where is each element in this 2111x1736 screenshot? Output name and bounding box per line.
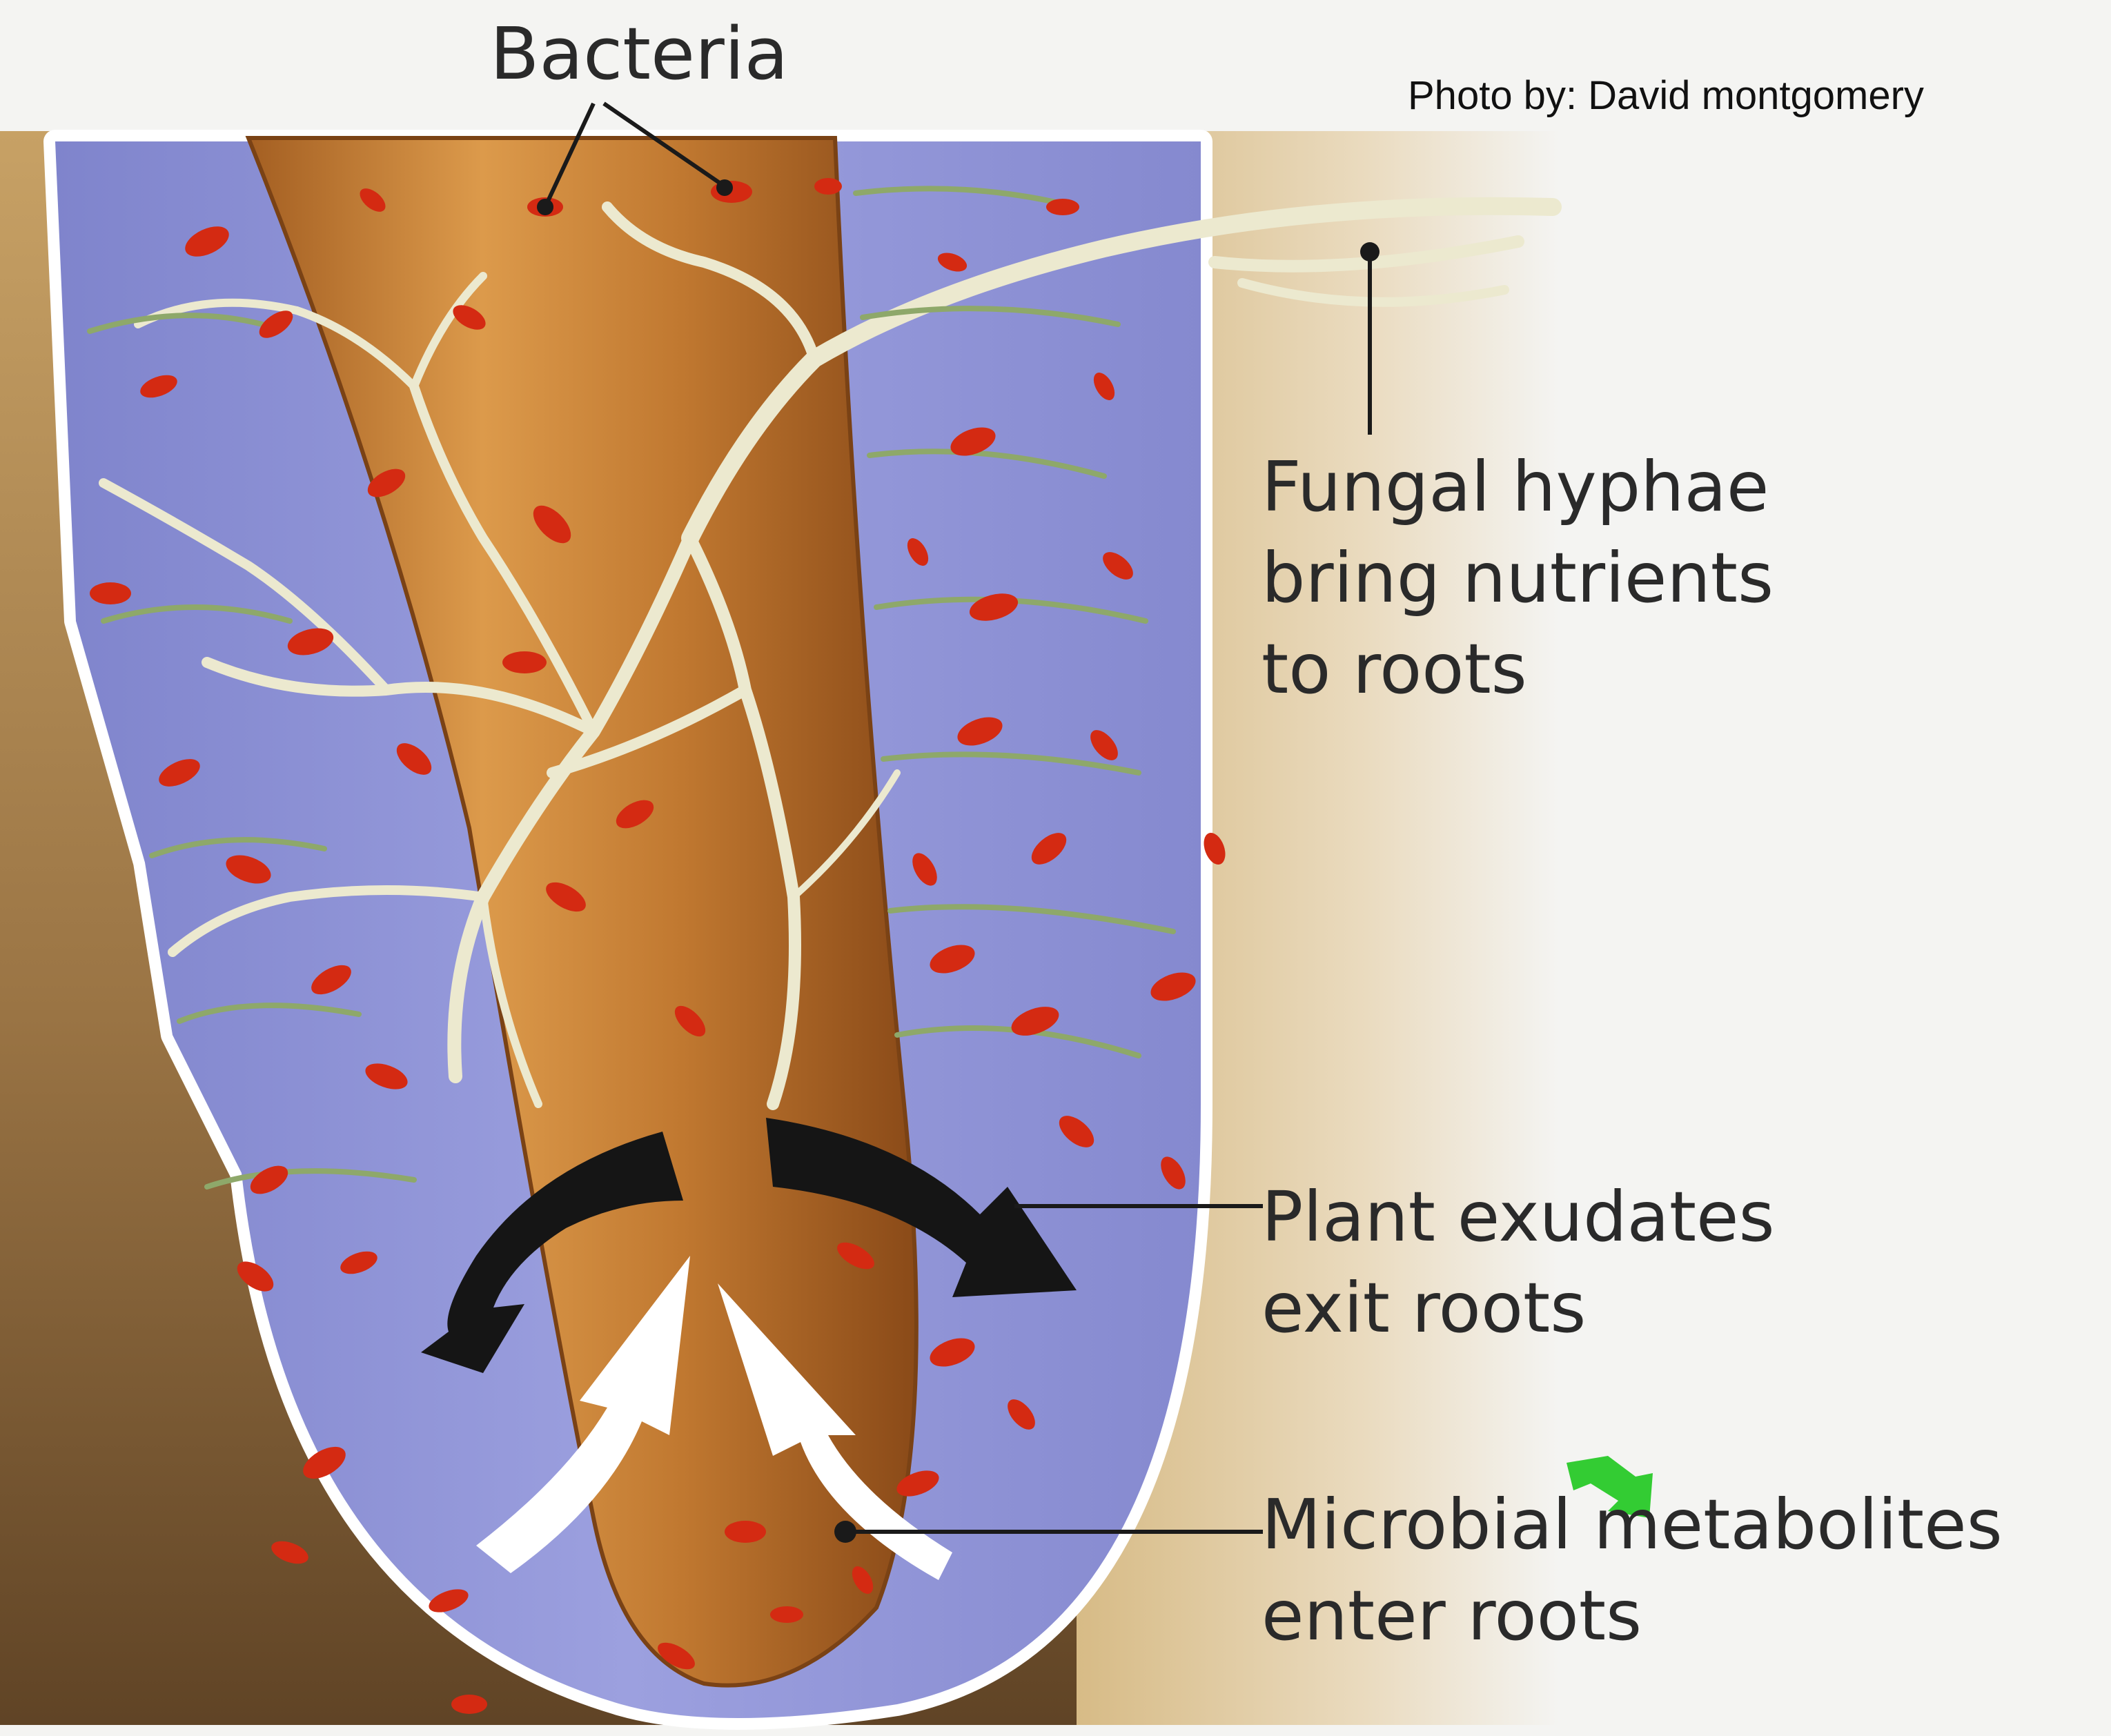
photo-credit: Photo by: David montgomery bbox=[1408, 72, 1924, 120]
microbial-metabolites-line-2: enter roots bbox=[1261, 1570, 2003, 1661]
fungal-hyphae-line-3: to roots bbox=[1261, 624, 1774, 715]
fungal-hyphae-line-2: bring nutrients bbox=[1261, 533, 1774, 624]
fungal-hyphae-label: Fungal hyphae bring nutrients to roots bbox=[1261, 442, 1774, 715]
plant-exudates-label: Plant exudates exit roots bbox=[1261, 1172, 1775, 1354]
microbial-metabolites-line-1: Microbial metabolites bbox=[1261, 1479, 2003, 1570]
plant-exudates-line-2: exit roots bbox=[1261, 1263, 1775, 1354]
bacteria-label: Bacteria bbox=[490, 8, 788, 99]
fungal-hyphae-line-1: Fungal hyphae bbox=[1261, 442, 1774, 533]
microbial-metabolites-label: Microbial metabolites enter roots bbox=[1261, 1479, 2003, 1661]
plant-exudates-line-1: Plant exudates bbox=[1261, 1172, 1775, 1263]
